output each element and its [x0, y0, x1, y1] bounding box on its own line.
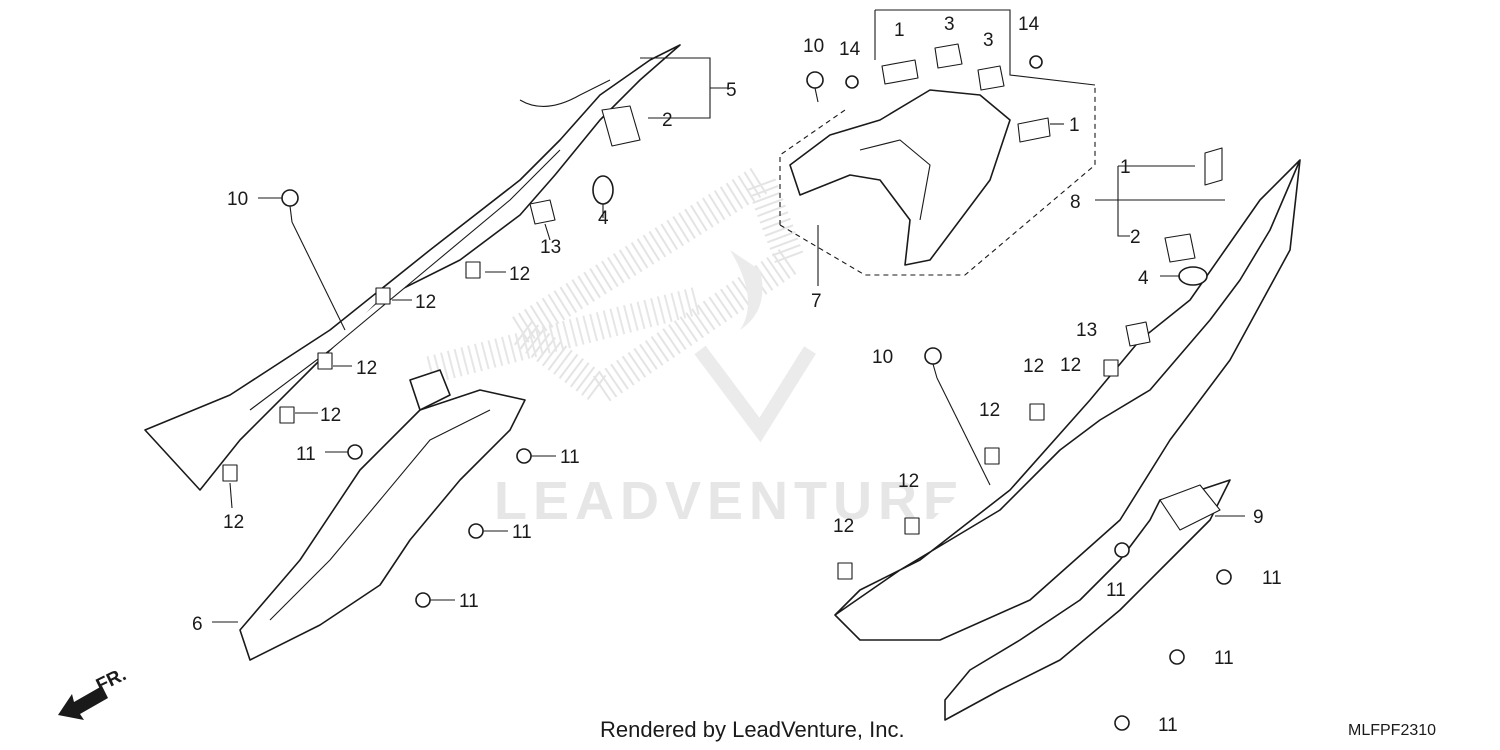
callout-2: 2: [1130, 227, 1141, 248]
callout-12: 12: [223, 512, 244, 533]
callout-5: 5: [726, 80, 737, 101]
callout-11: 11: [560, 447, 580, 468]
callout-12: 12: [979, 400, 1000, 421]
callout-14: 14: [839, 39, 861, 60]
callout-10: 10: [803, 36, 824, 57]
callout-12: 12: [356, 358, 377, 379]
callout-10: 10: [872, 347, 893, 368]
callout-3: 3: [983, 30, 994, 51]
right-side-cover: [834, 159, 1301, 641]
clips: [347, 444, 1232, 731]
callout-2: 2: [662, 110, 673, 131]
callout-12: 12: [1023, 356, 1044, 377]
watermark-logo: [426, 157, 816, 443]
callout-11: 11: [1158, 715, 1178, 736]
left-lower-cover: [239, 369, 526, 661]
callout-3: 3: [944, 14, 955, 35]
callout-9: 9: [1253, 507, 1264, 528]
callout-12: 12: [833, 516, 854, 537]
collars: [845, 55, 1043, 89]
rendered-by-credit: Rendered by LeadVenture, Inc.: [600, 717, 905, 742]
callout-10: 10: [227, 189, 248, 210]
callout-13: 13: [1076, 320, 1097, 341]
callout-11: 11: [459, 591, 479, 612]
callout-12: 12: [320, 405, 341, 426]
pads: [601, 43, 1223, 263]
callout-1: 1: [1069, 115, 1080, 136]
callout-12: 12: [509, 264, 530, 285]
callout-14: 14: [1018, 14, 1040, 35]
left-side-cover: [144, 44, 681, 491]
grommets: [592, 175, 1208, 286]
callout-11: 11: [512, 522, 532, 543]
callout-8: 8: [1070, 192, 1081, 213]
callout-12: 12: [898, 471, 919, 492]
right-lower-cover: [944, 479, 1231, 721]
callout-4: 4: [598, 208, 609, 229]
speed-nuts: [529, 199, 1151, 347]
nuts: [222, 261, 1119, 580]
callout-11: 11: [1262, 568, 1282, 589]
callout-11: 11: [296, 444, 316, 465]
callout-1: 1: [1120, 157, 1131, 178]
diagram-code: MLFPF2310: [1348, 722, 1437, 739]
callout-12: 12: [415, 292, 436, 313]
callout-7: 7: [811, 291, 822, 312]
callout-13: 13: [540, 237, 561, 258]
watermark-text: LEADVENTURE: [494, 471, 966, 531]
bolts: [281, 71, 942, 379]
callout-12: 12: [1060, 355, 1081, 376]
callout-numbers: 1 1 1 2 2 3 3 4 4 5 6 7 8 9 10 10 10 11 …: [192, 14, 1282, 736]
callout-6: 6: [192, 614, 203, 635]
callout-11: 11: [1106, 580, 1126, 601]
callout-4: 4: [1138, 268, 1149, 289]
rear-center-cover: [779, 85, 1096, 276]
leader-lines: [212, 9, 1245, 623]
callout-11: 11: [1214, 648, 1234, 669]
callout-1: 1: [894, 20, 905, 41]
front-direction-arrow: FR.: [58, 664, 130, 720]
